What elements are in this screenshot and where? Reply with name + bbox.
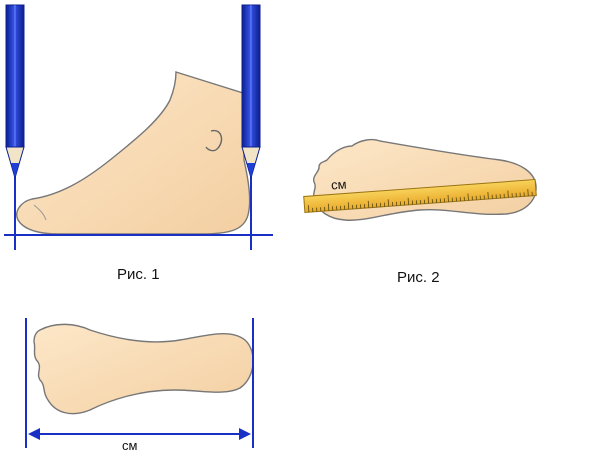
ruler-tick: [407, 197, 410, 205]
figure-2-caption: Рис. 2: [397, 269, 440, 286]
ruler-tick: [527, 189, 529, 197]
ruler-tick: [427, 196, 429, 204]
footprint-top-view: [33, 323, 254, 415]
figure-1-caption: Рис. 1: [117, 266, 160, 283]
pencil-icon: [5, 4, 25, 180]
ruler-unit-label: см: [330, 176, 347, 193]
ruler-icon: [303, 178, 537, 214]
ruler-tick: [347, 202, 350, 210]
figure-3: [25, 318, 254, 448]
toe-crease: [33, 204, 47, 221]
ruler-tick: [307, 205, 310, 213]
pencil-icon: [241, 4, 261, 180]
ruler-tick: [447, 194, 449, 202]
figure-1: [4, 4, 273, 250]
ruler-tick: [327, 203, 330, 211]
ruler-tick: [487, 191, 489, 200]
figure-2: [303, 138, 537, 221]
arrow-icon: [28, 428, 251, 440]
length-unit-label: см: [122, 438, 138, 453]
ruler-tick: [367, 200, 370, 208]
ruler-tick: [507, 190, 509, 198]
ruler-tick: [387, 199, 390, 207]
ruler-tick: [467, 193, 469, 201]
foot-side-view: [16, 71, 251, 235]
ankle-bone: [205, 129, 223, 152]
